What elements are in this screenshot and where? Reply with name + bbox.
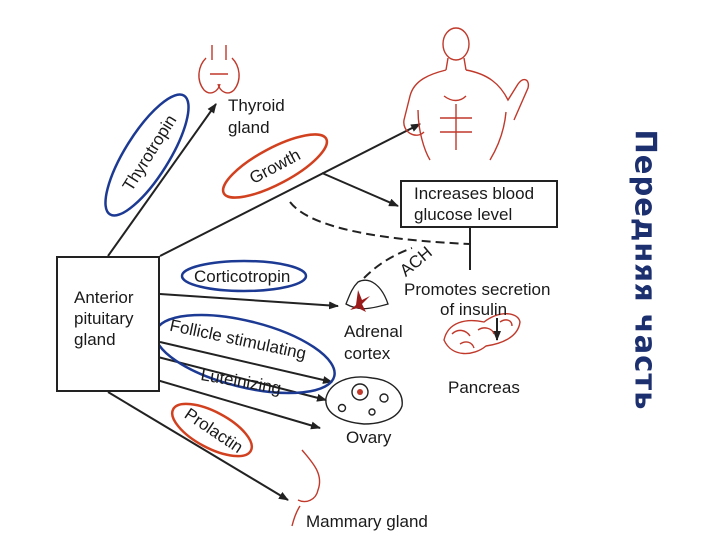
arrow-to-ovary-prolactin [149,377,321,430]
thyroid-label-line-1: Thyroid [228,96,285,115]
thyrotropin-ellipse [104,93,190,217]
adrenal-gland-icon [345,279,389,312]
pituitary-label-line-2: pituitary [74,309,134,328]
pituitary-label-line-3: gland [74,330,116,349]
thyroid-label-line-2: gland [228,118,270,137]
insulin-label-line-2: of insulin [440,300,508,319]
insulin-label-line-1: Promotes secretion [404,280,551,299]
pituitary-label-line-1: Anterior [74,288,134,307]
arrow-to-adrenal [159,293,339,310]
dashed-adrenal-link [363,247,413,279]
corticotropin-label: Corticotropin [194,267,291,286]
glucose-label-line-2: glucose level [414,205,513,224]
ovary-icon [325,376,403,425]
adrenal-label-line-2: cortex [344,344,391,363]
growth-ellipse [221,133,329,199]
thyroid-gland-icon [198,45,240,94]
pancreas-label: Pancreas [448,378,520,397]
pancreas-icon [443,313,521,355]
human-torso-icon [403,27,530,161]
slide-title-text: Передняя часть [628,129,663,411]
slide-title: Передняя часть [600,100,690,440]
arrow-to-thyroid [107,103,217,257]
arrow-to-ovary-follicle [159,341,333,384]
arrow-to-body-growth [159,123,421,257]
adrenal-label-line-1: Adrenal [344,322,403,341]
prolactin-ellipse [170,402,254,458]
glucose-label-line-1: Increases blood [414,184,535,203]
corticotropin-ellipse [180,259,308,293]
arrow-growth-to-glucose [321,172,399,207]
ovary-label: Ovary [346,428,392,447]
breast-icon [291,449,321,527]
anterior-pituitary-box [56,256,160,392]
mammary-label: Mammary gland [306,512,428,531]
arrow-to-mammary [107,391,289,501]
glucose-box [400,180,558,228]
dashed-glucose-feedback [289,201,471,245]
